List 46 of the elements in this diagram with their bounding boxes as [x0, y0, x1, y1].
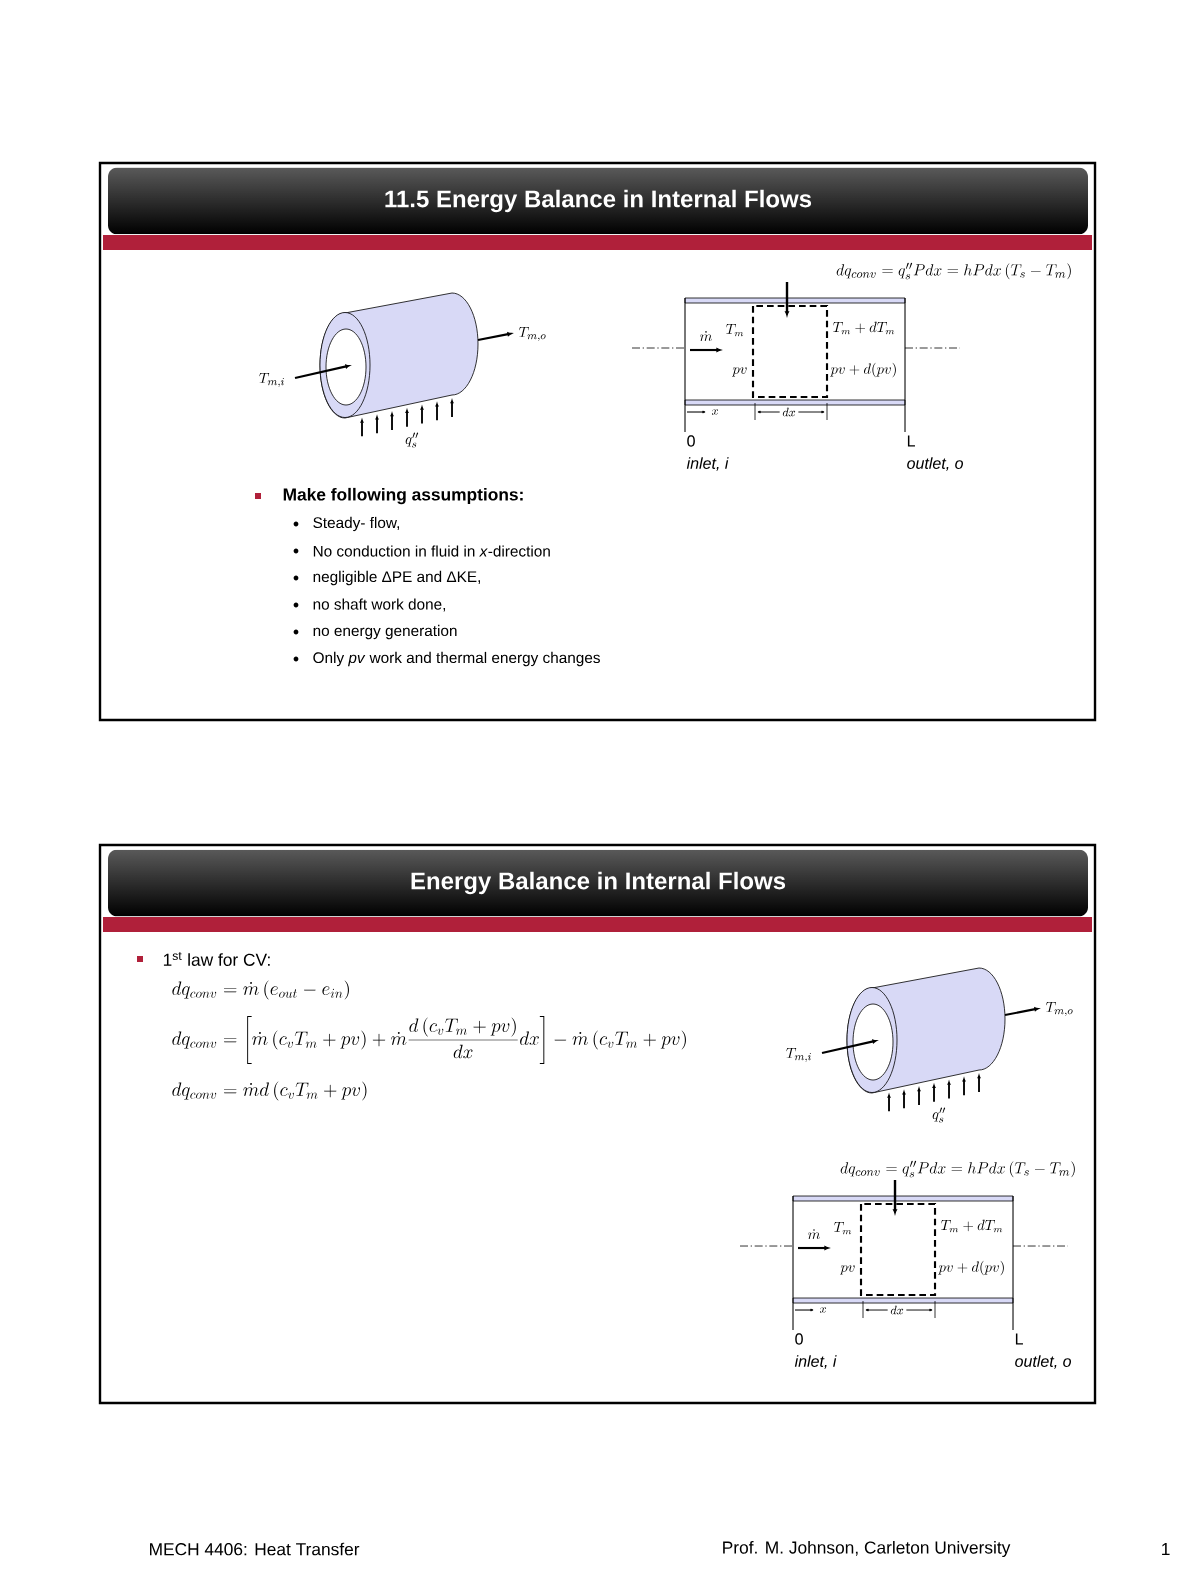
footer-text: MECH 4406: Heat Transfer	[150, 1542, 360, 1556]
bullet-text: Only pv work and thermal energy changes	[313, 651, 600, 667]
symbol-label: $pv+d(pv)$	[830, 362, 896, 378]
formula: $dq_{conv} = \dot{m}\left(e_{out} - e_{in}\right)$	[172, 980, 349, 1000]
symbol-label: $T_m$	[834, 1222, 852, 1235]
axis-label: 0	[795, 1333, 803, 1345]
symbol-label: $T_{m,i}$	[259, 372, 284, 388]
slide-header: Energy Balance in Internal Flows	[411, 871, 786, 895]
axis-label: L	[907, 435, 915, 447]
symbol-label: $T_{m,o}$	[518, 326, 546, 342]
symbol-label: $T_{m,i}$	[786, 1048, 811, 1063]
formula: $dq_{conv} = q''_s P dx = hPdx\left(T_s - T_m\right)$	[840, 1160, 1075, 1178]
formula: $dq_{conv} = q''_s P dx = hPdx\left(T_s - T_m\right)$	[836, 262, 1071, 280]
symbol-label: $dx$	[887, 1304, 907, 1316]
formula: $dq_{conv} = \left[\dot{m}\left(c_v T_m + pv\right) + \dot{m}\frac{d\left(c_v T_m + pv\right)}{dx}dx\right] - \dot{m}\left(c_v T_m + pv\right)$	[172, 1016, 686, 1064]
symbol-label: $\dot{m}$	[700, 331, 712, 342]
axis-label: inlet, i	[794, 1355, 837, 1369]
axis-label: 0	[687, 435, 695, 447]
symbol-label: $q''_s$	[405, 432, 419, 448]
symbol-label: $T_m+dT_m$	[832, 321, 895, 335]
bullet-text: no energy generation	[313, 624, 457, 640]
axis-label: inlet, i	[686, 457, 729, 471]
symbol-label: $pv+d(pv)$	[938, 1260, 1004, 1276]
symbol-label: $dx$	[779, 406, 799, 418]
bullet-text: No conduction in fluid in x-direction	[313, 545, 550, 557]
axis-label: outlet, o	[907, 457, 963, 471]
symbol-label: $x$	[711, 409, 719, 415]
axis-label: L	[1015, 1333, 1023, 1345]
symbol-label: $pv$	[732, 367, 747, 377]
symbol-label: $T_m$	[726, 324, 744, 337]
bullet-text: no shaft work done,	[313, 598, 445, 612]
page-number: 1	[1162, 1543, 1170, 1555]
axis-label: outlet, o	[1015, 1355, 1071, 1369]
symbol-label: $T_m+dT_m$	[940, 1219, 1003, 1233]
slide-header: 11.5 Energy Balance in Internal Flows	[385, 189, 812, 213]
symbol-label: $T_{m,o}$	[1045, 1002, 1073, 1017]
bullet-text: negligible ΔPE and ΔKE,	[313, 570, 480, 586]
footer-text: Prof. M. Johnson, Carleton University	[723, 1540, 1011, 1558]
symbol-label: $pv$	[840, 1265, 855, 1275]
symbol-label: $q''_s$	[932, 1107, 946, 1123]
formula: $dq_{conv} = \dot{m}d\left(c_v T_m + pv\right)$	[172, 1081, 367, 1101]
symbol-label: $\dot{m}$	[808, 1229, 820, 1240]
bullet-text: Steady- flow,	[313, 516, 399, 532]
bullet-text: Make following assumptions:	[283, 487, 523, 505]
bullet-text: 1$^{st}$ law for CV:	[163, 952, 270, 966]
symbol-label: $x$	[819, 1307, 827, 1313]
